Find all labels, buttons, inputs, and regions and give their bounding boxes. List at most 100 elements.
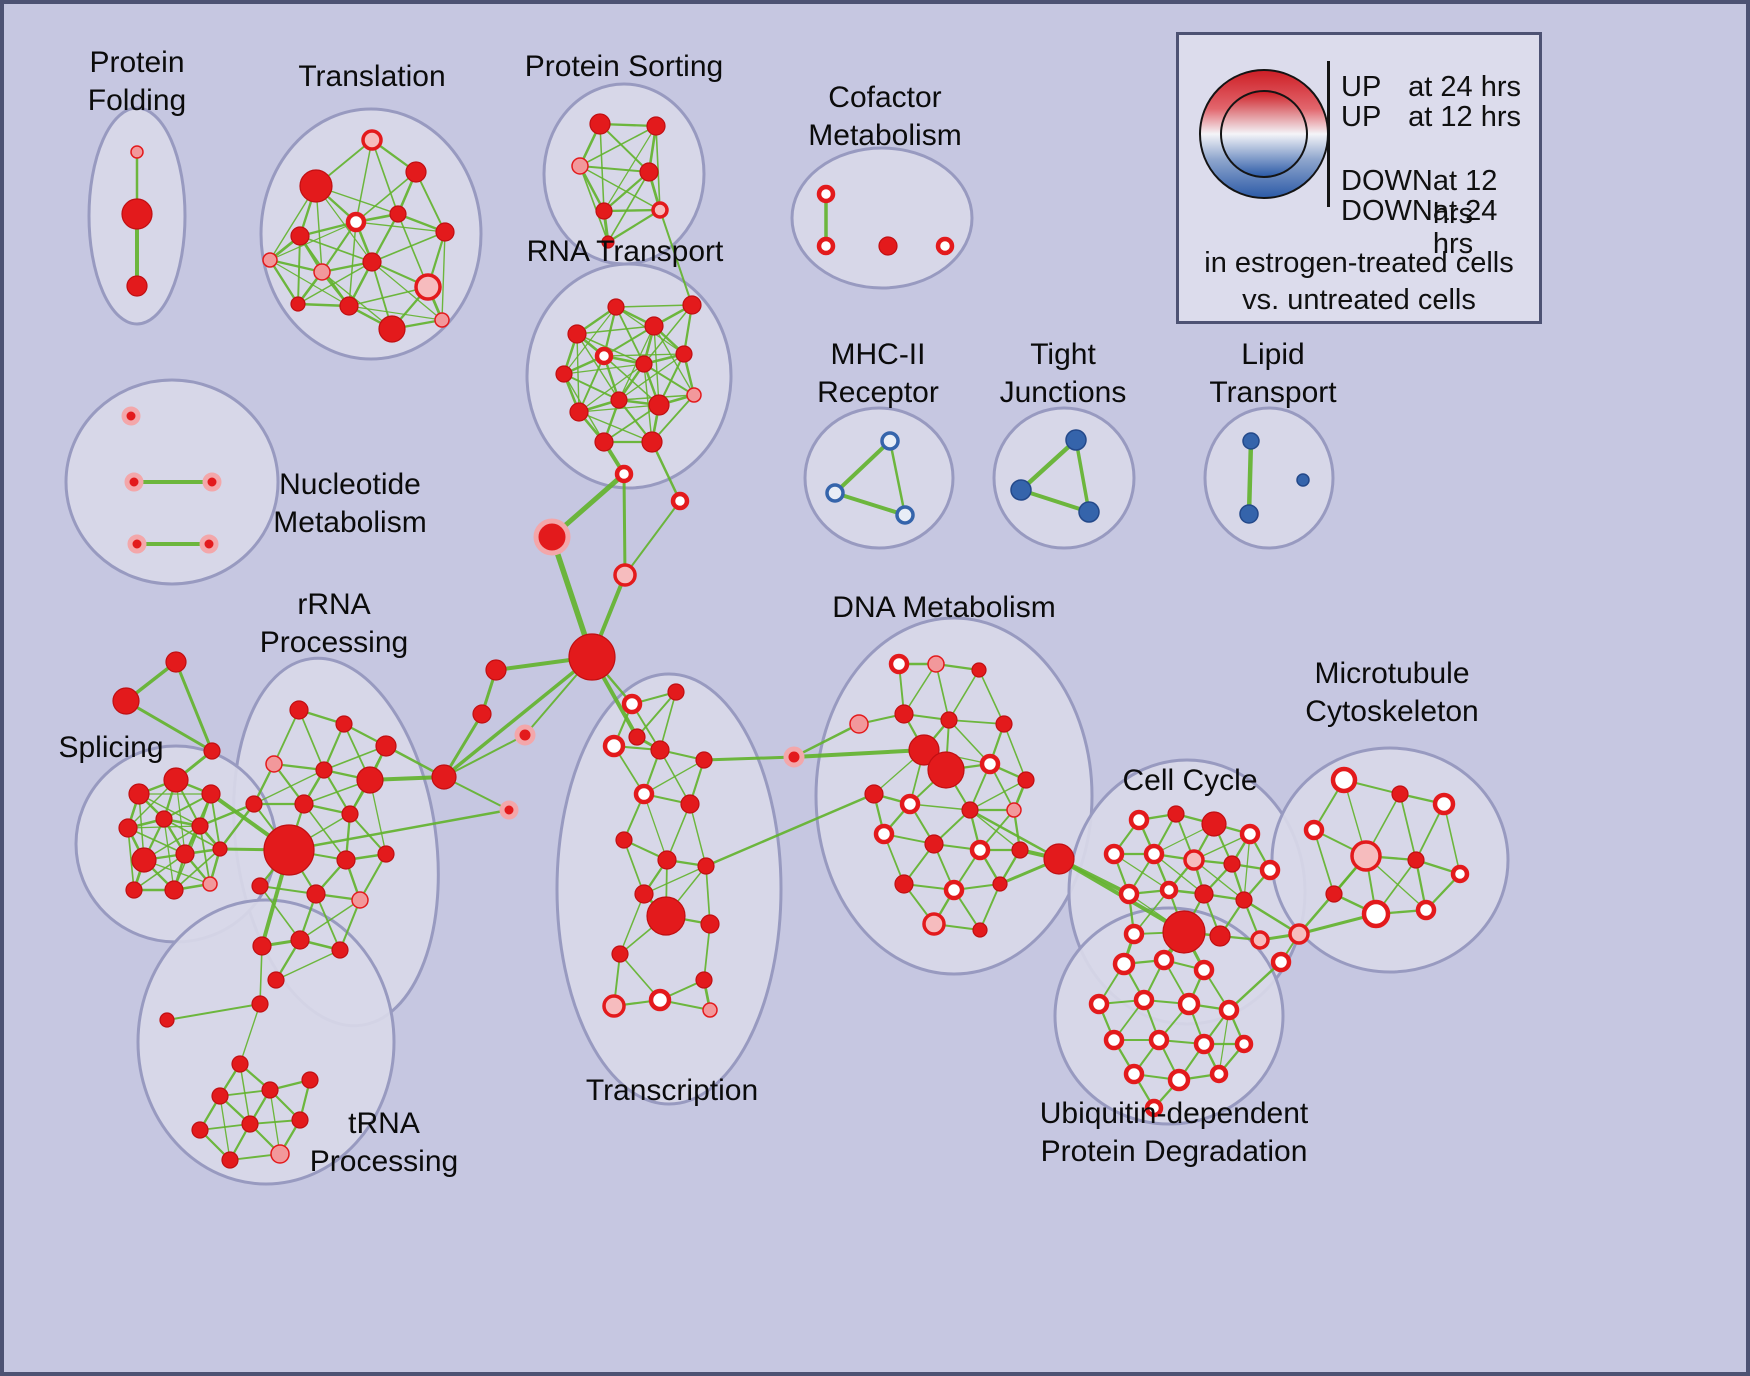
network-edge: [833, 439, 892, 495]
network-edge: [173, 848, 221, 891]
network-edge: [442, 655, 594, 779]
gene-node-lipid-transport: [1296, 473, 1310, 487]
gene-node-transcription: [611, 945, 629, 963]
gene-node-dna-metabolism: [971, 662, 987, 678]
gene-node-splicing: [175, 844, 195, 864]
gene-node-splicing: [164, 880, 184, 900]
network-edge: [275, 949, 341, 981]
network-edge: [174, 660, 214, 753]
gene-node-translation: [414, 273, 442, 301]
gene-node-rna-transport: [648, 394, 670, 416]
gene-node-connector: [783, 746, 805, 768]
network-edge: [602, 324, 656, 358]
gene-node-dna-metabolism: [873, 823, 895, 845]
network-edge: [371, 231, 446, 263]
network-edge: [1246, 438, 1254, 517]
legend-time: at 24 hrs: [1432, 195, 1498, 260]
network-edge: [643, 759, 705, 795]
gene-node-microtubule-cytoskeleton: [1325, 885, 1343, 903]
gene-node-cell-cycle: [1103, 843, 1125, 865]
network-edge: [603, 404, 660, 443]
gene-node-dna-metabolism: [992, 876, 1008, 892]
network-edge: [268, 258, 324, 274]
gene-node-connector: [499, 800, 519, 820]
gene-node-cell-cycle: [1235, 891, 1253, 909]
gene-node-ubiquitin-degradation: [1133, 989, 1155, 1011]
legend-direction: DOWN: [1341, 195, 1433, 227]
gene-node-ubiquitin-degradation: [1177, 992, 1201, 1016]
network-edge: [269, 259, 350, 307]
gene-node-dna-metabolism: [864, 784, 884, 804]
gene-node-connector: [613, 563, 637, 587]
network-edge: [253, 769, 325, 805]
network-edge: [127, 827, 135, 891]
gene-node-connector: [514, 724, 536, 746]
gene-node-nucleotide-metabolism: [127, 534, 147, 554]
network-edge: [579, 165, 650, 173]
network-edge: [163, 818, 221, 850]
gene-node-translation: [361, 129, 383, 151]
network-edge: [166, 1003, 261, 1021]
network-edge: [127, 827, 186, 855]
network-edge: [948, 719, 1005, 725]
network-edge: [1399, 793, 1417, 861]
gene-node-translation: [405, 161, 427, 183]
cluster-region-dna-metabolism: [814, 616, 1094, 976]
gene-node-transcription: [667, 683, 685, 701]
legend-caption-line2: vs. untreated cells: [1242, 284, 1476, 316]
network-edge: [702, 755, 796, 762]
gene-node-connector: [1270, 951, 1292, 973]
gene-node-ubiquitin-degradation: [1193, 959, 1215, 981]
gene-node-translation: [435, 222, 455, 242]
network-edge: [968, 808, 1061, 861]
gene-node-protein-sorting: [601, 235, 615, 249]
network-edge: [269, 221, 357, 261]
gene-node-transcription: [697, 857, 715, 875]
gene-node-rrna-processing: [289, 700, 309, 720]
gene-node-trna-processing: [301, 1071, 319, 1089]
gene-node-nucleotide-metabolism: [124, 472, 144, 492]
gene-node-rrna-processing: [336, 850, 356, 870]
gene-node-rna-transport: [567, 324, 587, 344]
network-edge: [441, 231, 446, 321]
gene-node-translation: [378, 315, 406, 343]
gene-node-cell-cycle: [1239, 823, 1261, 845]
legend-divider-line: [1327, 61, 1330, 207]
gene-node-cofactor-metabolism: [816, 236, 836, 256]
gene-node-rrna-processing: [290, 930, 310, 950]
network-edge: [273, 709, 300, 765]
gene-node-connector: [165, 651, 187, 673]
network-edge: [259, 885, 301, 941]
network-edge: [704, 792, 876, 868]
gene-node-dna-metabolism: [849, 714, 869, 734]
gene-node-dna-metabolism: [894, 874, 914, 894]
gene-node-protein-folding: [121, 198, 153, 230]
gene-node-transcription: [700, 914, 720, 934]
gene-node-microtubule-cytoskeleton: [1407, 851, 1425, 869]
network-edge: [287, 808, 511, 852]
network-edge: [259, 945, 263, 1005]
gene-node-rrna-processing: [331, 941, 349, 959]
gene-node-connector: [431, 764, 457, 790]
network-edge: [624, 500, 681, 576]
gene-node-translation: [362, 252, 382, 272]
gene-node-protein-sorting: [595, 202, 613, 220]
gene-node-dna-metabolism: [899, 793, 921, 815]
network-edge: [969, 779, 1027, 811]
gene-node-splicing: [128, 783, 150, 805]
gene-node-rna-transport: [594, 346, 614, 366]
gene-node-cell-cycle: [1143, 843, 1165, 865]
gene-node-rrna-processing: [377, 845, 395, 863]
network-edge: [643, 793, 668, 861]
gene-node-lipid-transport: [1239, 504, 1259, 524]
network-edge: [355, 171, 417, 223]
gene-node-ubiquitin-degradation: [1153, 949, 1175, 971]
gene-node-dna-metabolism: [1006, 802, 1022, 818]
network-edge: [578, 363, 645, 413]
gene-node-splicing: [212, 841, 228, 857]
network-edge: [348, 812, 388, 856]
gene-node-connector: [533, 518, 571, 556]
